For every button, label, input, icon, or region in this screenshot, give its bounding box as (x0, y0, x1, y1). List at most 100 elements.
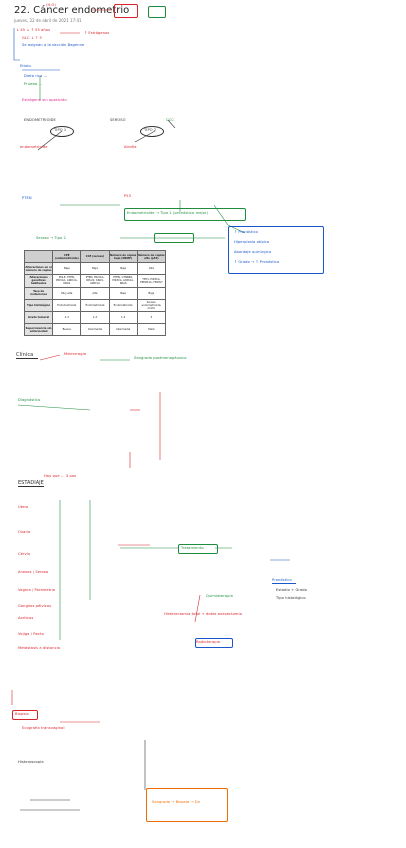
note-ho: (H.O) (46, 3, 56, 7)
note-line: ↓ 45 ↓ ↑ 55 años (16, 28, 51, 32)
table-cell: Baja (108, 286, 138, 300)
treatment-line: Histerectomía total + doble anexectomía (164, 612, 242, 616)
stage-item: Aorticos (18, 616, 34, 620)
note-line: endometrioide (20, 145, 48, 149)
table-cell: Seroso, endometrioide, mixto (136, 298, 167, 312)
stage-item: Vejiga / Recto (18, 632, 44, 636)
circle-tipo1 (50, 126, 74, 137)
note-line: Dieta rica ... (24, 74, 48, 78)
stage-item: Cérvix (18, 552, 31, 556)
table-cell: Baja (108, 262, 138, 276)
summary-text: Endometrioide → Tipo 1 (pronóstico mejor… (127, 211, 208, 215)
highlight-box (12, 710, 38, 720)
prognosis-line: Abordaje quirúrgico (234, 250, 272, 254)
table-cell: Endometrioide (108, 298, 138, 312)
table-cell: Intermedia (108, 323, 138, 337)
branch-stroke (167, 119, 176, 129)
table-cell: 1-3 (52, 310, 82, 325)
prognosis-item: Tipo histológico (276, 596, 306, 600)
note-line: Hay que ... 3 pas (44, 474, 77, 478)
table-header-cell: Número de copias bajo (NSMP) (108, 249, 138, 264)
table-cell: 1-3 (80, 310, 110, 325)
table-cell: Baja (80, 262, 110, 276)
final-box (146, 788, 228, 822)
bottom-label: Biopsia (15, 712, 29, 716)
marker-pten: PTEN (22, 196, 32, 200)
table-cell: Endometrioide (80, 298, 110, 312)
heading-seroso: SEROSO (110, 118, 126, 122)
prognosis-line: Hiperplasia atípica (234, 240, 270, 244)
highlight-box (195, 638, 233, 648)
heading-ccc: CCC (166, 118, 174, 122)
section-diagnostico: Diagnóstico (18, 398, 41, 402)
table-cell: Alta (136, 262, 167, 276)
prognosis-box (228, 226, 324, 274)
note-line: Prueba ... (24, 82, 43, 86)
table-header-row: CEE (endometrioide)CCE (seroso)Número de… (23, 249, 167, 264)
prognosis-item: Estadio + Grado (276, 588, 307, 592)
page-title: 22. Cáncer endometrio (14, 5, 130, 16)
bottom-label: Ecografía transvaginal (22, 726, 65, 730)
stage-item: Ganglios pélvicos (18, 604, 52, 608)
table-cell: 1-2 (108, 310, 138, 325)
prognosis-line: ↑ Grado → ↑ Pronóstico (234, 260, 280, 264)
stage-item: Metástasis a distancia (18, 646, 61, 650)
stage-item: Ovario (18, 530, 31, 534)
marker-p53: P53 (124, 194, 132, 198)
highlight-box (178, 544, 218, 554)
table-row-label: Tipo histológico (23, 298, 54, 312)
note-line: ↑ Estrógenos (84, 31, 110, 35)
stage-item: Útero (18, 505, 29, 509)
page-date: jueves, 22 de abril de 2021 17:41 (14, 18, 82, 23)
final-box-text: Sangrado → Biopsia → Dx (152, 800, 201, 804)
note-line: Estrógeno sin oposición (22, 98, 67, 102)
table-cell: TP53, PIK3CA, PPP2R1A, FBXW7 (136, 274, 167, 288)
treatment-line: Quimioterapia (206, 594, 233, 598)
section-estadiaje: ESTADIAJE (18, 480, 44, 486)
note-line: GLC ↓ ↑ 5 (22, 36, 42, 40)
molecular-classification-table: CEE (endometrioide)CCE (seroso)Número de… (23, 249, 167, 337)
table-row-label: Supervivencia sin enfermedad (23, 323, 54, 337)
highlight-box (114, 4, 138, 18)
highlight-box (148, 6, 166, 18)
table-header-cell: Número de copias alto (p53) (136, 249, 167, 264)
table-header-cell: CCE (seroso) (80, 249, 110, 264)
underline (16, 358, 38, 359)
underline (272, 583, 296, 584)
treatment-line: Radioterapia (196, 640, 221, 644)
note-line: Atrofia (124, 145, 137, 149)
table-header-cell: CEE (endometrioide) (52, 249, 82, 264)
highlight-box (154, 233, 194, 243)
heading-endometrioide: ENDOMETRIOIDE (24, 118, 56, 122)
treatment-label: Tratamiento (181, 546, 204, 550)
circle-tipo2 (140, 126, 164, 137)
table-cell: Intermedia (80, 323, 110, 337)
bracket-stroke (13, 28, 20, 61)
table-cell: PTEN, PIK3CA, RPL22, KRAS, ARID1A (80, 274, 110, 288)
table-cell: Alta (80, 286, 110, 300)
summary-box (124, 208, 246, 221)
table-cell: Baja (136, 286, 167, 300)
section-etiologia: Etiolo. (20, 64, 32, 68)
table-cell: Muy alta (52, 286, 82, 300)
table-header-cell (23, 249, 54, 264)
table-cell: Endometrioide (52, 298, 82, 312)
table-row-label: Alteraciones genéticas habituales (23, 274, 54, 288)
table-cell: Baja (52, 262, 82, 276)
arrow-stroke (17, 404, 91, 411)
prognosis-title: ↑ Pronóstico (234, 230, 258, 234)
table-cell: PTEN, CTNNB1, PIK3CA, ARID1A, KRAS (108, 274, 138, 288)
table-row-label: Alteraciones en el número de copias (23, 262, 54, 276)
underline (18, 486, 44, 487)
table-cell: Buena (52, 323, 82, 337)
arrow-stroke (39, 354, 61, 361)
section-pronostico: Pronóstico (272, 578, 292, 582)
table-row-label: Grado tumoral (23, 310, 54, 325)
summary-text: Seroso → Tipo 2 (36, 236, 66, 240)
label-tipo2: TIPO 2 (144, 128, 157, 132)
